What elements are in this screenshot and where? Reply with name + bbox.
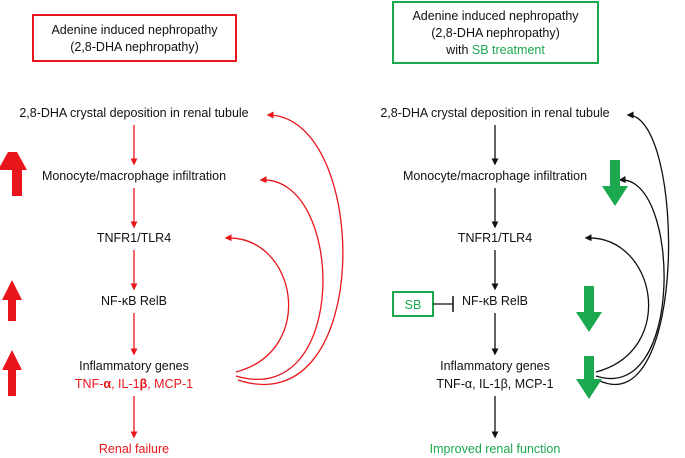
right-down-arrow-icon-1: [602, 160, 628, 206]
right-title-line3: with SB treatment: [445, 43, 545, 57]
left-feedback-loop-crystal: [237, 111, 344, 385]
left-up-arrow-icon-1: [0, 152, 27, 196]
left-genes-beta: β: [140, 377, 148, 391]
right-down-arrow-icon-3: [576, 356, 602, 399]
left-step-crystal: 2,8-DHA crystal deposition in renal tubu…: [19, 106, 248, 120]
right-panel: Adenine induced nephropathy (2,8-DHA nep…: [380, 1, 670, 456]
right-title-with: with: [445, 43, 472, 57]
left-genes-il1: , IL-1: [111, 377, 140, 391]
right-feedback-loop-crystal: [597, 111, 670, 385]
right-step-monocyte: Monocyte/macrophage infiltration: [403, 169, 587, 183]
right-title-sb-treatment: SB treatment: [472, 43, 545, 57]
right-down-arrow-icon-2: [576, 286, 602, 332]
left-genes-tnf: TNF-: [75, 377, 103, 391]
right-step-receptor: TNFR1/TLR4: [458, 231, 532, 245]
right-title-box: [392, 1, 599, 64]
left-feedback-loop-receptor: [224, 234, 290, 373]
right-step-crystal: 2,8-DHA crystal deposition in renal tubu…: [380, 106, 609, 120]
left-step-receptor: TNFR1/TLR4: [97, 231, 171, 245]
left-title-box: [32, 14, 237, 62]
right-step-genes: Inflammatory genes: [440, 359, 550, 373]
left-genes-alpha: α: [103, 377, 111, 391]
left-step-genes-list: TNF-α, IL-1β, MCP-1: [75, 377, 193, 391]
left-up-arrow-icon-2: [2, 280, 22, 321]
right-title-line1: Adenine induced nephropathy: [412, 9, 579, 23]
left-panel: Adenine induced nephropathy (2,8-DHA nep…: [0, 14, 344, 456]
left-step-nfkb: NF-κB RelB: [101, 294, 167, 308]
right-feedback-loop-receptor: [584, 234, 650, 373]
left-title-line2: (2,8-DHA nephropathy): [70, 40, 199, 54]
left-step-monocyte: Monocyte/macrophage infiltration: [42, 169, 226, 183]
right-title-line2: (2,8-DHA nephropathy): [431, 26, 560, 40]
sb-inhibitor-label: SB: [405, 298, 422, 312]
right-feedback-loop-monocyte: [595, 176, 665, 380]
left-up-arrow-icon-3: [2, 350, 22, 396]
right-step-outcome: Improved renal function: [430, 442, 561, 456]
left-feedback-loop-monocyte: [235, 176, 324, 380]
left-step-genes: Inflammatory genes: [79, 359, 189, 373]
left-step-outcome: Renal failure: [99, 442, 169, 456]
right-step-genes-list: TNF-α, IL-1β, MCP-1: [436, 377, 553, 391]
right-step-nfkb: NF-κB RelB: [462, 294, 528, 308]
left-genes-mcp1: , MCP-1: [147, 377, 193, 391]
left-title-line1: Adenine induced nephropathy: [51, 23, 218, 37]
